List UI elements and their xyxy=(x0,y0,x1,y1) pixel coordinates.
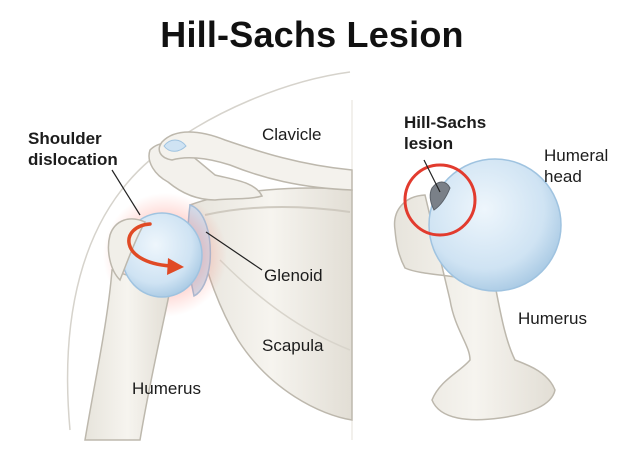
label-hill-sachs-lesion: Hill-Sachs lesion xyxy=(404,112,486,154)
lesion-highlight-circle xyxy=(403,163,477,237)
label-humerus-left: Humerus xyxy=(132,379,201,398)
scapula-ridge xyxy=(204,206,351,216)
clavicle-cartilage xyxy=(163,139,187,152)
label-shoulder-dislocation-line1: Shoulder xyxy=(28,129,102,148)
clavicle-shape xyxy=(158,131,353,191)
left-shoulder-panel xyxy=(66,71,353,441)
label-scapula: Scapula xyxy=(262,336,324,355)
label-humeral-head-line1: Humeral xyxy=(544,146,609,165)
label-humeral-head-line2: head xyxy=(544,167,582,186)
humeral-head-right xyxy=(428,158,562,292)
label-humeral-head: Humeral head xyxy=(544,145,608,187)
leader-shoulder-dislocation xyxy=(111,169,141,216)
right-humerus-panel xyxy=(393,158,562,421)
body-outline xyxy=(66,71,351,431)
label-glenoid: Glenoid xyxy=(264,266,323,285)
humerus-shaft-left xyxy=(84,268,171,441)
hill-sachs-notch xyxy=(429,181,451,211)
label-shoulder-dislocation: Shoulder dislocation xyxy=(28,128,118,170)
label-clavicle: Clavicle xyxy=(262,125,322,144)
dislocation-arrow xyxy=(127,222,172,268)
label-shoulder-dislocation-line2: dislocation xyxy=(28,150,118,169)
label-humerus-right: Humerus xyxy=(518,309,587,328)
diagram-title: Hill-Sachs Lesion xyxy=(160,14,464,55)
leader-hill-sachs xyxy=(423,159,441,193)
leader-glenoid xyxy=(205,231,263,271)
scapula-ridge-lower xyxy=(219,259,351,351)
dislocation-arrow-head xyxy=(167,258,184,275)
label-hill-sachs-line2: lesion xyxy=(404,134,454,153)
label-hill-sachs-line1: Hill-Sachs xyxy=(404,113,487,132)
